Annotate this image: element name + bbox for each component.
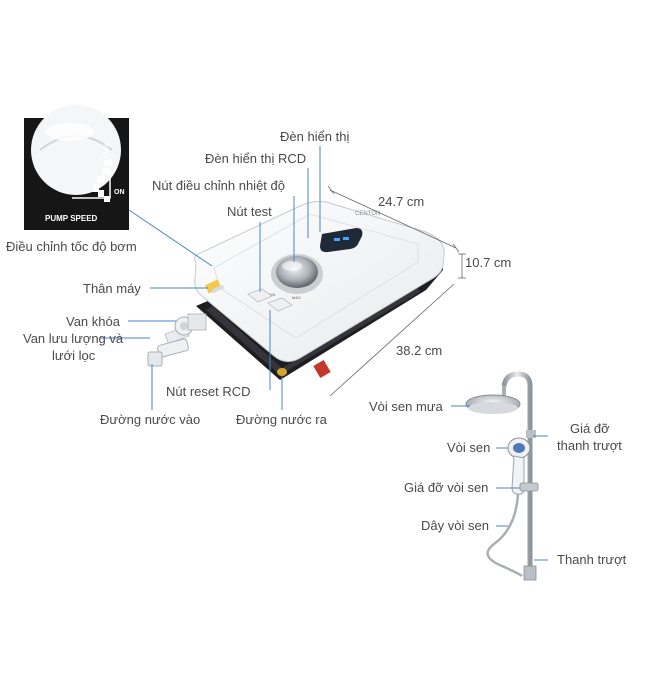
shower-hose xyxy=(486,493,523,577)
off-label: OFF xyxy=(101,141,113,158)
shower-set xyxy=(465,371,539,581)
inlet-valve-assembly xyxy=(147,313,207,367)
label-nut-reset-rcd: Nút reset RCD xyxy=(166,384,251,399)
water-outlet-fitting xyxy=(277,368,287,376)
label-voi-sen: Vòi sen xyxy=(447,440,491,455)
knob-max-label: MAX xyxy=(292,295,301,300)
pump-speed-scale xyxy=(72,158,112,202)
slide-bar xyxy=(501,371,533,574)
label-nut-test: Nút test xyxy=(227,204,272,219)
dimension-depth-label: 10.7 cm xyxy=(465,255,512,270)
heater-display xyxy=(320,228,363,253)
width-dimension-line xyxy=(329,189,457,249)
leader-lines xyxy=(100,146,548,561)
test-button xyxy=(247,288,273,303)
length-dimension-line xyxy=(329,283,455,397)
label-duong-nuoc-vao: Đường nước vào xyxy=(100,412,201,427)
label-nut-dieu-chinh-nhiet-do: Nút điều chỉnh nhiệt độ xyxy=(152,178,285,193)
pump-speed-inset: OFF ON PUMP SPEED xyxy=(24,105,129,230)
label-gia-do-thanh-truot-1: Giá đỡ xyxy=(570,421,610,436)
label-thanh-truot: Thanh trượt xyxy=(557,552,627,567)
hand-shower-holder xyxy=(519,482,539,492)
label-day-voi-sen: Dây vòi sen xyxy=(421,518,489,533)
rating-sticker xyxy=(204,279,222,294)
rcd-reset-button xyxy=(267,297,293,312)
brand-logo: CENTON xyxy=(355,211,380,217)
slide-bar-bracket xyxy=(526,430,536,438)
dimension-lines xyxy=(327,185,466,397)
on-label: ON xyxy=(114,189,125,196)
label-van-luu-luong-1: Van lưu lượng và xyxy=(23,331,124,346)
dimension-length-label: 38.2 cm xyxy=(396,343,443,358)
label-voi-sen-mua: Vòi sen mưa xyxy=(369,399,443,414)
water-heater: CENTON MIN MAX xyxy=(193,201,445,380)
label-van-khoa: Van khóa xyxy=(66,314,120,329)
leader-pump-speed xyxy=(128,209,213,267)
knob-min-label: MIN xyxy=(268,292,275,297)
label-than-may: Thân máy xyxy=(83,281,141,296)
slide-bar-bottom xyxy=(523,565,537,581)
label-van-luu-luong-2: lưới lọc xyxy=(52,348,96,363)
inlet-pipe xyxy=(147,351,163,367)
label-dieu-chinh-toc-do-bom: Điều chỉnh tốc độ bơm xyxy=(6,239,137,254)
label-den-hien-thi: Đèn hiển thị xyxy=(280,129,350,144)
label-duong-nuoc-ra: Đường nước ra xyxy=(236,412,327,427)
pump-speed-label: PUMP SPEED xyxy=(45,214,98,223)
label-gia-do-voi-sen: Giá đỡ vòi sen xyxy=(404,480,489,495)
label-gia-do-thanh-truot-2: thanh trượt xyxy=(557,438,622,453)
side-sticker xyxy=(313,359,331,379)
label-den-hien-thi-rcd: Đèn hiển thị RCD xyxy=(205,151,307,166)
dimension-width-label: 24.7 cm xyxy=(378,194,425,209)
temperature-knob xyxy=(276,256,318,288)
